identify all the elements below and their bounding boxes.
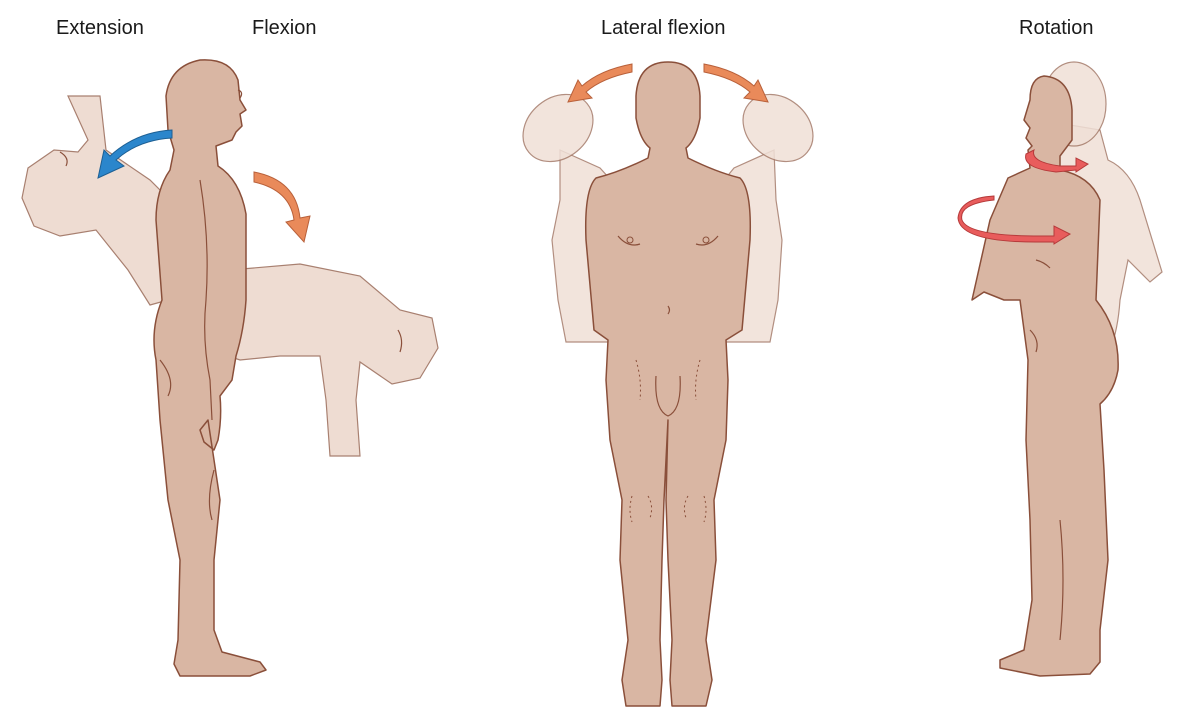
curved-arrow-down-icon (253, 171, 311, 244)
flexion-label: Flexion (252, 17, 317, 39)
standing-front-figure (584, 61, 752, 707)
standing-side-figure (153, 59, 267, 677)
lateral-flexion-label: Lateral flexion (601, 17, 726, 39)
extension-ghost-body (21, 95, 171, 306)
circular-arrow-icon (957, 149, 1089, 245)
curved-arrow-pair-icon (567, 63, 633, 103)
lateral-flexion-figure (522, 61, 814, 707)
extension-label: Extension (56, 17, 144, 39)
rotation-figure (957, 61, 1163, 677)
rotation-label: Rotation (1019, 17, 1094, 39)
flexion-ghost-body (199, 263, 439, 457)
extension-flexion-figure (21, 59, 439, 677)
curved-arrow-pair-icon (703, 63, 769, 103)
curved-arrow-left-icon (97, 129, 173, 179)
